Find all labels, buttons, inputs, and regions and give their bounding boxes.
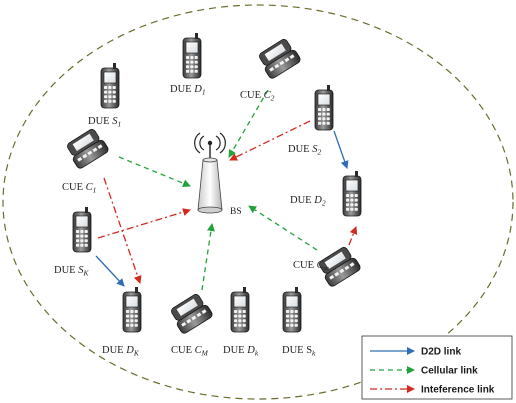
cellular-link-c2-to-bs [228, 89, 269, 158]
d2d-link-s2-to-d2 [333, 130, 349, 169]
device-label-symbol: S [112, 116, 118, 127]
flip-phone-icon [259, 39, 301, 79]
device-dK: DUE DK [102, 287, 142, 358]
device-label-symbol: D [125, 345, 134, 356]
device-label-subscript: K [133, 349, 140, 358]
device-sk2: DUE Sk [282, 287, 316, 358]
device-label-subscript: M [201, 349, 209, 358]
device-label-symbol: D [246, 345, 255, 356]
device-label-cM: CUE CM [171, 345, 209, 358]
device-label-subscript: k [312, 349, 316, 358]
mobile-phone-icon [282, 287, 302, 333]
device-label-subscript: 1 [93, 186, 97, 195]
mobile-phone-icon [182, 33, 202, 79]
device-label-prefix: DUE [170, 84, 194, 95]
device-sk: DUE SK [54, 207, 92, 278]
mobile-phone-icon [72, 207, 92, 253]
mobile-phone-icon [100, 63, 120, 109]
interference-link-sk-to-bs [97, 208, 191, 239]
d2d-link-sk-to-dK [95, 255, 125, 287]
device-c2: CUE C2 [240, 39, 301, 103]
links-layer [95, 89, 358, 291]
flip-phone-icon [319, 247, 361, 287]
device-label-symbol: D [193, 84, 202, 95]
flip-phone-icon [171, 294, 213, 334]
device-cM: CUE CM [171, 294, 213, 358]
device-cm: CUE Cm [293, 247, 361, 287]
device-label-prefix: CUE [171, 345, 195, 356]
device-label-dK: DUE DK [102, 345, 140, 358]
device-label-sk: DUE SK [54, 265, 89, 278]
device-label-prefix: DUE S [282, 345, 312, 356]
device-label-prefix: DUE [290, 195, 314, 206]
device-label-subscript: 2 [322, 199, 326, 208]
legend-label-cellular: Cellular link [421, 366, 478, 377]
device-label-prefix: CUE [240, 90, 264, 101]
device-label-cm: CUE Cm [293, 260, 330, 273]
device-label-symbol: C [264, 90, 272, 101]
device-label-s2: DUE S2 [288, 144, 321, 157]
base-station: BS [194, 132, 242, 217]
device-label-d2: DUE D2 [290, 195, 326, 208]
device-label-symbol: C [195, 345, 203, 356]
device-label-c2: CUE C2 [240, 90, 275, 103]
device-s1: DUE S1 [88, 63, 121, 129]
tower-icon [197, 157, 223, 214]
device-label-dk2: DUE Dk [223, 345, 259, 358]
cellular-link-cm-to-bs [248, 205, 318, 251]
device-s2: DUE S2 [288, 85, 334, 157]
device-label-subscript: K [82, 269, 89, 278]
antenna-icon [194, 132, 226, 158]
mobile-phone-icon [314, 85, 334, 131]
device-label-prefix: CUE [62, 182, 86, 193]
device-label-symbol: S [312, 144, 318, 155]
device-label-symbol: C [86, 182, 94, 193]
device-label-subscript: k [255, 349, 259, 358]
flip-phone-icon [67, 129, 109, 169]
device-label-subscript: 1 [202, 88, 206, 97]
interference-link-c1-to-dK [103, 177, 142, 284]
device-label-prefix: DUE [223, 345, 247, 356]
device-label-symbol: D [313, 195, 322, 206]
device-label-prefix: DUE [88, 116, 112, 127]
legend-label-d2d: D2D link [421, 347, 461, 358]
mobile-phone-icon [122, 287, 142, 333]
interference-link-cm-to-d2 [348, 226, 358, 246]
cell-boundary [2, 4, 514, 400]
mobile-phone-icon [342, 171, 362, 217]
cellular-link-c1-to-bs [118, 156, 191, 188]
device-label-prefix: DUE [288, 144, 312, 155]
device-label-prefix: DUE [102, 345, 126, 356]
legend-label-interference: Inteference link [421, 385, 495, 396]
cellular-link-cM-to-bs [201, 223, 215, 291]
base-station-label: BS [230, 207, 242, 217]
device-label-subscript: 2 [271, 94, 275, 103]
device-dk2: DUE Dk [223, 287, 259, 358]
mobile-phone-icon [230, 287, 250, 333]
device-label-symbol: S [78, 265, 84, 276]
device-label-subscript: 1 [117, 120, 121, 129]
device-label-symbol: C [317, 260, 325, 271]
device-label-subscript: m [324, 264, 330, 273]
device-c1: CUE C1 [62, 129, 109, 195]
device-d1: DUE D1 [170, 33, 206, 97]
device-label-prefix: CUE [293, 260, 317, 271]
device-label-sk2: DUE Sk [282, 345, 316, 358]
device-label-s1: DUE S1 [88, 116, 121, 129]
device-label-d1: DUE D1 [170, 84, 206, 97]
device-d2: DUE D2 [290, 171, 362, 217]
device-label-c1: CUE C1 [62, 182, 96, 195]
device-label-prefix: DUE [54, 265, 78, 276]
device-label-subscript: 2 [317, 148, 321, 157]
